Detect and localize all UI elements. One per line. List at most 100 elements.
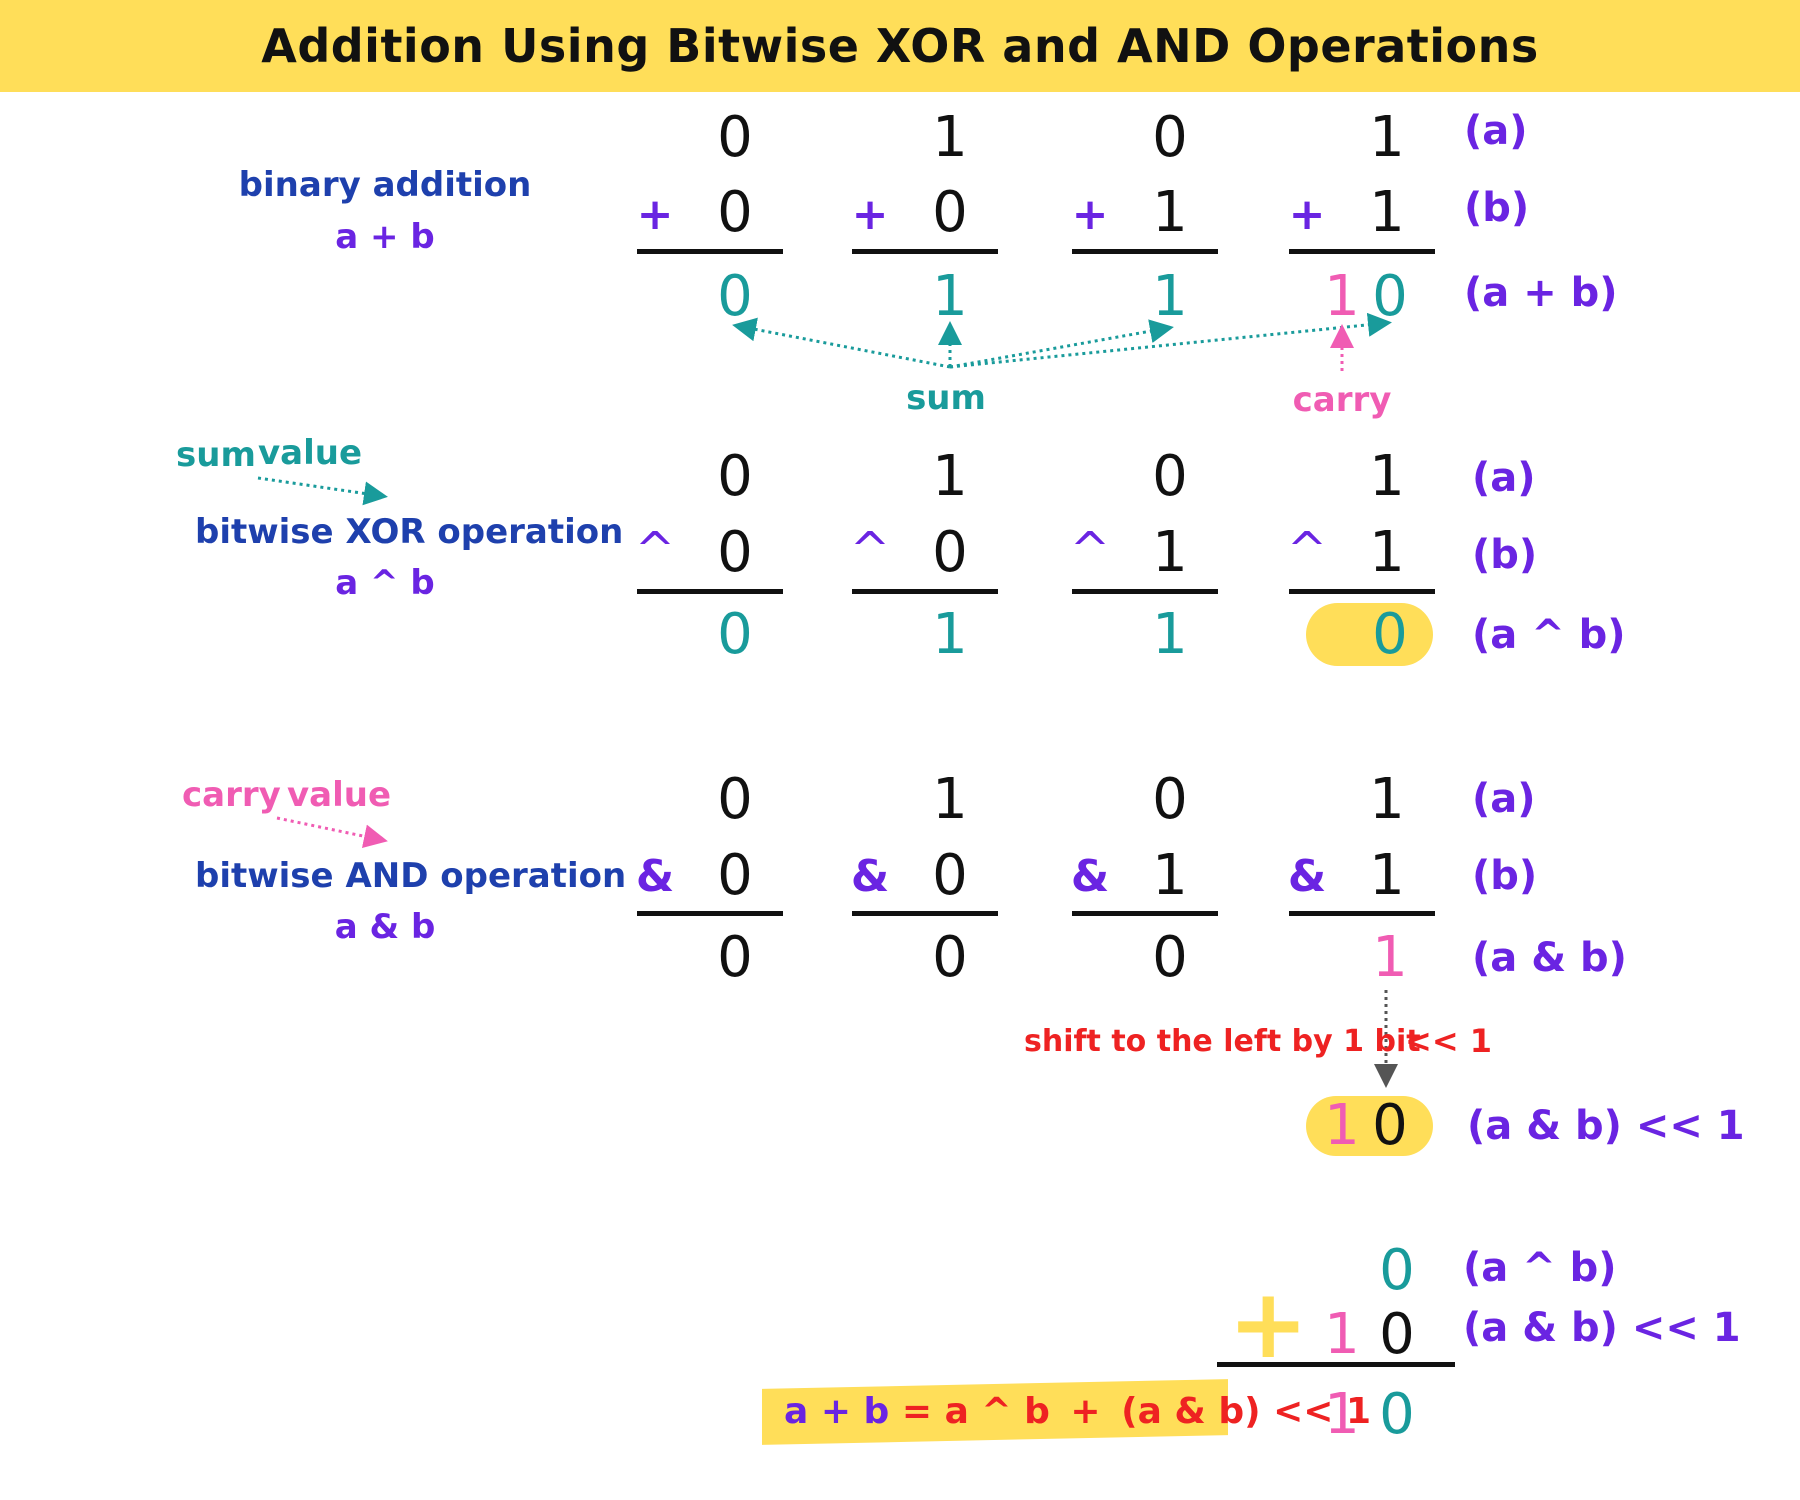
xor-operator: ^ [1069, 522, 1111, 578]
label-a-and-b: (a & b) [1472, 935, 1627, 981]
value-tag: value [287, 775, 392, 815]
and-operator: & [635, 851, 675, 902]
addition-result-bit-2: 1 [1152, 264, 1188, 329]
shift-result-bit-1: 0 [1372, 1093, 1408, 1158]
carry-label: carry [1292, 380, 1392, 420]
label-b: (b) [1464, 185, 1530, 231]
xor-operator: ^ [634, 522, 676, 578]
xor-operator: ^ [849, 522, 891, 578]
addition-result-bit-1: 1 [932, 264, 968, 329]
and-b-bit-2: 1 [1152, 843, 1188, 908]
sum-label: sum [906, 378, 986, 418]
formula-lhs: a + b [784, 1391, 890, 1432]
xor-line [1289, 589, 1435, 594]
label-xor: (a ^ b) [1463, 1245, 1617, 1291]
formula-equals: = [901, 1391, 933, 1432]
and-a-bit-3: 1 [1369, 767, 1405, 832]
and-line [852, 911, 998, 916]
shift-result-highlight [1306, 1096, 1433, 1156]
xor-b-bit-3: 1 [1369, 520, 1405, 585]
and-result-bit-1: 0 [932, 925, 968, 990]
xor-line [852, 589, 998, 594]
label-a-plus-b: (a + b) [1464, 270, 1618, 316]
final-shift-bit-0: 1 [1324, 1302, 1360, 1367]
and-b-bit-1: 0 [932, 843, 968, 908]
xor-line [637, 589, 783, 594]
final-shift-bit-1: 0 [1379, 1302, 1415, 1367]
xor-a-bit-0: 0 [717, 444, 753, 509]
label-a: (a) [1464, 108, 1528, 154]
final-result-bit-0: 1 [1324, 1382, 1360, 1447]
formula: a + b = a ^ b + (a & b) << 1 [784, 1390, 1371, 1434]
addition-b-bit-2: 1 [1152, 180, 1188, 245]
label-and-shift: (a & b) << 1 [1463, 1305, 1741, 1351]
xor-result-bit-0: 0 [717, 602, 753, 667]
addition-caption: binary addition [238, 165, 532, 205]
and-a-bit-1: 1 [932, 767, 968, 832]
label-b: (b) [1472, 853, 1538, 899]
and-line [1289, 911, 1435, 916]
and-operator: & [1070, 851, 1110, 902]
xor-b-bit-1: 0 [932, 520, 968, 585]
sum-line [852, 249, 998, 254]
and-b-bit-3: 1 [1369, 843, 1405, 908]
shift-result-bit-0: 1 [1324, 1093, 1360, 1158]
addition-carry-digit: 1 [1324, 264, 1360, 329]
xor-result-bit-3: 0 [1372, 602, 1408, 667]
sum-line [637, 249, 783, 254]
final-xor-bit: 0 [1379, 1238, 1415, 1303]
xor-a-bit-3: 1 [1369, 444, 1405, 509]
xor-caption: bitwise XOR operation [195, 512, 624, 552]
and-b-bit-0: 0 [717, 843, 753, 908]
plus-operator: + [636, 189, 674, 240]
label-and-shift: (a & b) << 1 [1467, 1103, 1745, 1149]
and-result-bit-2: 0 [1152, 925, 1188, 990]
formula-xor: a ^ b [944, 1391, 1050, 1432]
and-result-bit-3: 1 [1372, 925, 1408, 990]
addition-a-bit-2: 0 [1152, 105, 1188, 170]
plus-operator: + [1071, 189, 1109, 240]
label-a-xor-b: (a ^ b) [1472, 612, 1626, 658]
and-a-bit-0: 0 [717, 767, 753, 832]
xor-b-bit-0: 0 [717, 520, 753, 585]
and-caption: bitwise AND operation [195, 856, 627, 896]
final-line [1217, 1362, 1455, 1367]
xor-expression: a ^ b [335, 563, 435, 603]
carry-tag: carry [182, 775, 281, 815]
formula-plus: + [1070, 1391, 1101, 1432]
and-line [1072, 911, 1218, 916]
addition-a-bit-0: 0 [717, 105, 753, 170]
addition-b-bit-0: 0 [717, 180, 753, 245]
and-a-bit-2: 0 [1152, 767, 1188, 832]
label-b: (b) [1472, 532, 1538, 578]
xor-a-bit-1: 1 [932, 444, 968, 509]
sum-line [1072, 249, 1218, 254]
shift-caption: shift to the left by 1 bit [1024, 1024, 1421, 1059]
sum-arrow [732, 317, 951, 369]
xor-b-bit-2: 1 [1152, 520, 1188, 585]
and-result-bit-0: 0 [717, 925, 753, 990]
xor-result-highlight [1306, 603, 1433, 666]
page-title: Addition Using Bitwise XOR and AND Opera… [261, 19, 1539, 73]
xor-line [1072, 589, 1218, 594]
xor-operator: ^ [1286, 522, 1328, 578]
and-expression: a & b [334, 907, 436, 947]
addition-b-bit-1: 0 [932, 180, 968, 245]
final-result-bit-1: 0 [1379, 1382, 1415, 1447]
xor-a-bit-2: 0 [1152, 444, 1188, 509]
sum-arrow [949, 312, 1392, 369]
shift-operator: << 1 [1405, 1022, 1493, 1060]
sum-tag: sum [176, 435, 256, 475]
addition-b-bit-3: 1 [1369, 180, 1405, 245]
value-tag: value [258, 433, 363, 473]
formula-carry-shift: (a & b) << 1 [1121, 1391, 1371, 1432]
addition-a-bit-1: 1 [932, 105, 968, 170]
addition-expression: a + b [335, 217, 435, 257]
plus-operator: + [1288, 189, 1326, 240]
and-operator: & [1287, 851, 1327, 902]
addition-a-bit-3: 1 [1369, 105, 1405, 170]
and-line [637, 911, 783, 916]
plus-operator: + [851, 189, 889, 240]
title-banner [0, 0, 1800, 92]
